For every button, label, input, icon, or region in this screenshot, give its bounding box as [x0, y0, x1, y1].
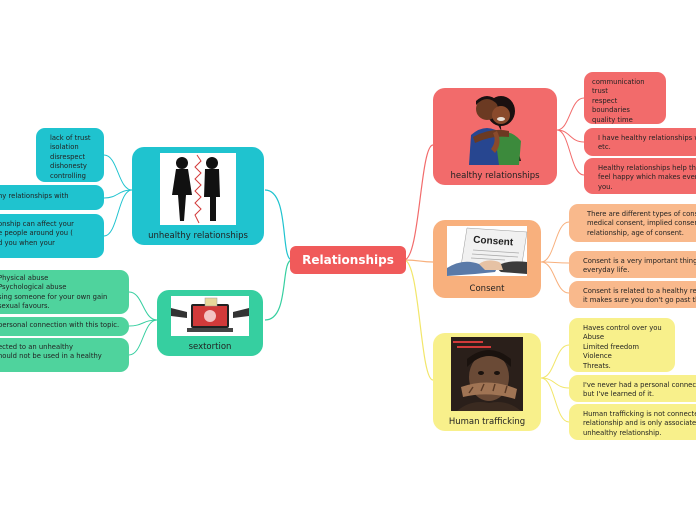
consent-image-title: Consent	[473, 235, 514, 249]
leaf-text: e people around you (	[0, 229, 73, 238]
leaf-text: boundaries	[592, 106, 630, 115]
leaf-text: Healthy relationships help th	[598, 164, 696, 172]
topic-trafficking-label: Human trafficking	[448, 417, 526, 427]
trafficking-leaf-3[interactable]: Human trafficking is not connecte relati…	[569, 404, 696, 440]
topic-consent-label: Consent	[469, 284, 505, 294]
leaf-text: etc.	[598, 143, 611, 152]
leaf-text: Consent is a very important thing	[583, 257, 696, 265]
leaf-text: Haves control over you	[583, 324, 662, 332]
leaf-text: I've never had a personal connect	[583, 381, 696, 389]
leaf-text: Limited freedom	[583, 342, 640, 351]
leaf-text: you.	[598, 182, 613, 191]
trafficking-leaf-2[interactable]: I've never had a personal connect but I'…	[569, 375, 696, 402]
central-topic-label: Relationships	[302, 253, 394, 267]
topic-healthy-label: healthy relationships	[450, 171, 540, 181]
healthy-leaf-2[interactable]: I have healthy relationships w etc.	[584, 128, 696, 156]
sextortion-leaf-2[interactable]: personal connection with this topic.	[0, 317, 129, 336]
leaf-text: disrespect	[50, 152, 86, 161]
leaf-text: d you when your	[0, 238, 55, 247]
unhealthy-leaf-2[interactable]: hy relationships with	[0, 185, 104, 210]
leaf-text: Abuse	[583, 333, 604, 342]
leaf-text: trust	[592, 87, 608, 96]
consent-leaf-3[interactable]: Consent is related to a healthy rel it m…	[569, 281, 696, 308]
leaf-text: sexual favours.	[0, 302, 50, 311]
sextortion-leaf-1[interactable]: Physical abuse Psychological abuse sing …	[0, 270, 129, 314]
leaf-text: everyday life.	[583, 266, 630, 275]
leaf-text: hould not be used in a healthy	[0, 352, 102, 361]
healthy-leaf-1[interactable]: communication trust respect boundaries q…	[584, 72, 666, 124]
leaf-text: Threats.	[583, 361, 611, 370]
healthy-leaf-3[interactable]: Healthy relationships help th feel happy…	[584, 158, 696, 194]
leaf-text: relationship, age of consent.	[587, 228, 684, 237]
topic-sextortion[interactable]: sextortion	[157, 290, 263, 356]
leaf-text: relationship and is only associate	[583, 419, 696, 428]
consent-handshake-image: Consent	[445, 224, 529, 281]
leaf-text: hy relationships with	[0, 192, 69, 200]
leaf-text: feel happy which makes ever	[598, 173, 696, 182]
leaf-text: medical consent, implied consen	[587, 219, 696, 228]
leaf-text: I have healthy relationships w	[598, 134, 696, 142]
central-topic[interactable]: Relationships	[290, 246, 406, 274]
sextortion-leaf-3[interactable]: ected to an unhealthy hould not be used …	[0, 338, 129, 372]
topic-human-trafficking[interactable]: Human trafficking	[433, 333, 541, 431]
covered-mouth-image	[451, 337, 523, 414]
leaf-text: sing someone for your own gain	[0, 292, 108, 301]
consent-leaf-1[interactable]: There are different types of cons medica…	[569, 204, 696, 242]
leaf-text: Violence	[583, 352, 612, 361]
leaf-text: quality time	[592, 115, 633, 124]
leaf-text: unhealthy relationship.	[583, 428, 662, 437]
topic-sextortion-label: sextortion	[188, 342, 232, 352]
leaf-text: but I've learned of it.	[583, 390, 654, 399]
leaf-text: Human trafficking is not connecte	[583, 410, 696, 418]
leaf-text: dishonesty	[50, 162, 87, 171]
hugging-couple-image	[461, 91, 529, 168]
leaf-text: Psychological abuse	[0, 283, 67, 292]
leaf-text: respect	[592, 96, 618, 105]
sextortion-laptop-image	[171, 296, 249, 339]
leaf-text: it makes sure you don't go past th	[583, 296, 696, 305]
leaf-text: ected to an unhealthy	[0, 343, 74, 351]
unhealthy-leaf-1[interactable]: lack of trust isolation disrespect disho…	[36, 128, 104, 182]
unhealthy-leaf-3[interactable]: onship can affect your e people around y…	[0, 214, 104, 258]
topic-unhealthy-relationships[interactable]: unhealthy relationships	[132, 147, 264, 245]
leaf-text: Physical abuse	[0, 274, 49, 282]
leaf-text: controlling	[50, 171, 86, 180]
leaf-text: isolation	[50, 143, 79, 152]
topic-consent[interactable]: Consent Consent	[433, 220, 541, 298]
leaf-text: There are different types of cons	[587, 210, 696, 218]
consent-leaf-2[interactable]: Consent is a very important thing everyd…	[569, 251, 696, 278]
broken-couple-image	[160, 153, 236, 228]
trafficking-leaf-1[interactable]: Haves control over you Abuse Limited fre…	[569, 318, 675, 372]
topic-healthy-relationships[interactable]: healthy relationships	[433, 88, 557, 185]
leaf-text: personal connection with this topic.	[0, 321, 120, 329]
leaf-text: Consent is related to a healthy rel	[583, 287, 696, 295]
topic-unhealthy-label: unhealthy relationships	[148, 231, 248, 241]
leaf-text: lack of trust	[50, 134, 91, 142]
leaf-text: onship can affect your	[0, 220, 74, 228]
leaf-text: communication	[592, 78, 645, 86]
